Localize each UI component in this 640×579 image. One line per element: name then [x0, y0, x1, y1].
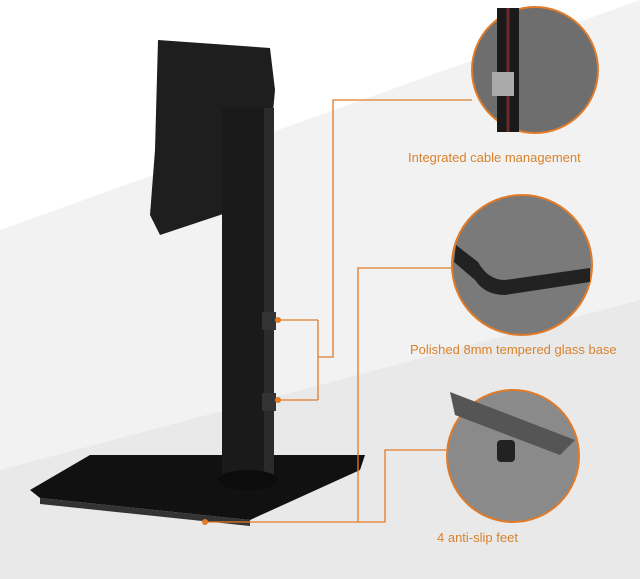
detail-anti-slip-feet: [446, 389, 580, 523]
tv-stand: [30, 40, 365, 526]
leader-lines: [205, 99, 472, 523]
feature-label-glass-base: Polished 8mm tempered glass base: [410, 342, 617, 357]
feature-label-anti-slip-feet: 4 anti-slip feet: [437, 530, 518, 545]
feature-label-cable-management: Integrated cable management: [408, 150, 581, 165]
cable-clip-upper: [262, 312, 276, 330]
detail-glass-base: [451, 194, 593, 336]
cable-clip-lower: [262, 393, 276, 411]
detail-cable-management: [471, 6, 599, 134]
